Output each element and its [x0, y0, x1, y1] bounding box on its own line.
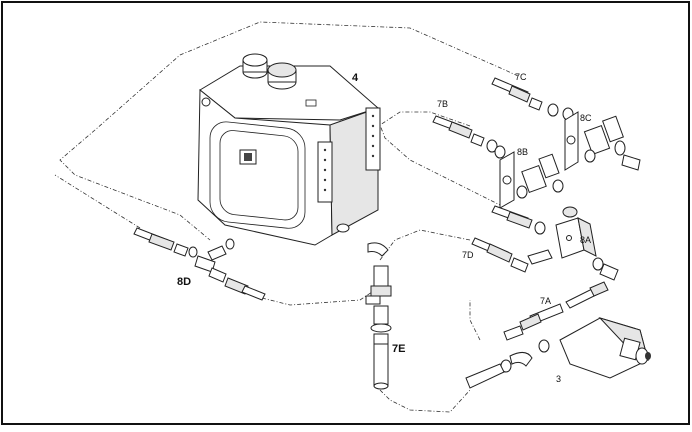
label-8d: 8D [177, 276, 191, 288]
valve-8b [499, 151, 564, 209]
label-7d: 7D [462, 250, 474, 260]
fitting-8d [133, 227, 266, 301]
hose-7e [365, 242, 392, 390]
hose-7a [503, 281, 609, 341]
hydraulic-tank [197, 53, 381, 246]
hydraulic-pump [465, 316, 651, 389]
label-8c: 8C [580, 113, 592, 123]
label-8a: 8A [580, 235, 591, 245]
tank-outlet-port [336, 223, 350, 233]
valve-8a [555, 206, 619, 281]
label-8b: 8B [517, 147, 528, 157]
label-tank: 4 [352, 72, 359, 84]
outer-border [1, 1, 690, 425]
hose-7d [471, 205, 553, 273]
label-7a: 7A [540, 296, 551, 306]
mounting-bracket-left [317, 141, 333, 203]
label-7b: 7B [437, 99, 448, 109]
label-7c: 7C [515, 72, 527, 82]
hose-7c [491, 77, 574, 121]
label-7e: 7E [392, 343, 405, 355]
valve-8c [564, 111, 641, 171]
hose-7b [432, 115, 506, 159]
label-pump: 3 [556, 374, 561, 384]
mounting-bracket-right [365, 107, 381, 171]
